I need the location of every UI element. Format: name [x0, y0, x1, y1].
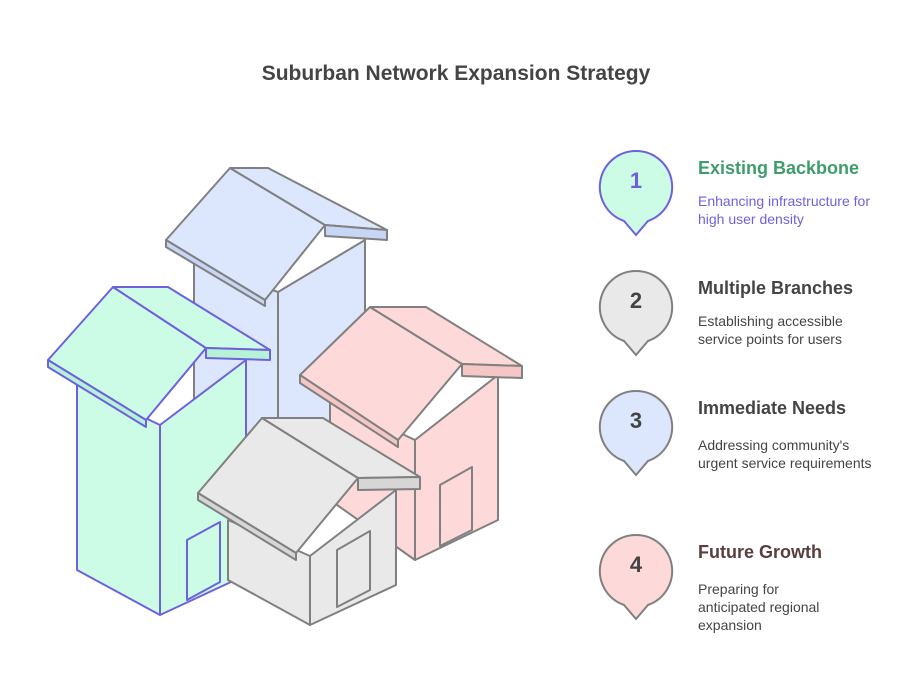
- step-1-title: Existing Backbone: [698, 158, 860, 178]
- step-3-description: Addressing community's urgent service re…: [698, 437, 872, 471]
- step-1-number: 1: [629, 168, 643, 193]
- step-3-title: Immediate Needs: [698, 398, 847, 418]
- step-4-title: Future Growth: [698, 542, 822, 562]
- step-4-description: Preparing for anticipated regional expan…: [698, 581, 820, 633]
- step-2-title: Multiple Branches: [698, 278, 854, 298]
- step-1-pin-icon: [598, 150, 674, 237]
- step-2-number: 2: [629, 288, 643, 313]
- gray-building: [197, 417, 421, 626]
- step-1: 1 Existing Backbone Enhancing infrastruc…: [598, 150, 898, 250]
- step-4-pin-icon: [598, 534, 674, 621]
- step-3-number: 3: [629, 408, 643, 433]
- step-3: 3 Immediate Needs Addressing community's…: [598, 390, 898, 490]
- step-2-description: Establishing accessible service points f…: [698, 313, 843, 347]
- step-2-pin-icon: [598, 270, 674, 357]
- step-3-pin-icon: [598, 390, 674, 477]
- step-2: 2 Multiple Branches Establishing accessi…: [598, 270, 898, 370]
- step-4-number: 4: [629, 552, 643, 577]
- diagram-title: Suburban Network Expansion Strategy: [261, 62, 651, 85]
- step-4: 4 Future Growth Preparing for anticipate…: [598, 534, 898, 634]
- step-1-description: Enhancing infrastructure for high user d…: [698, 193, 870, 227]
